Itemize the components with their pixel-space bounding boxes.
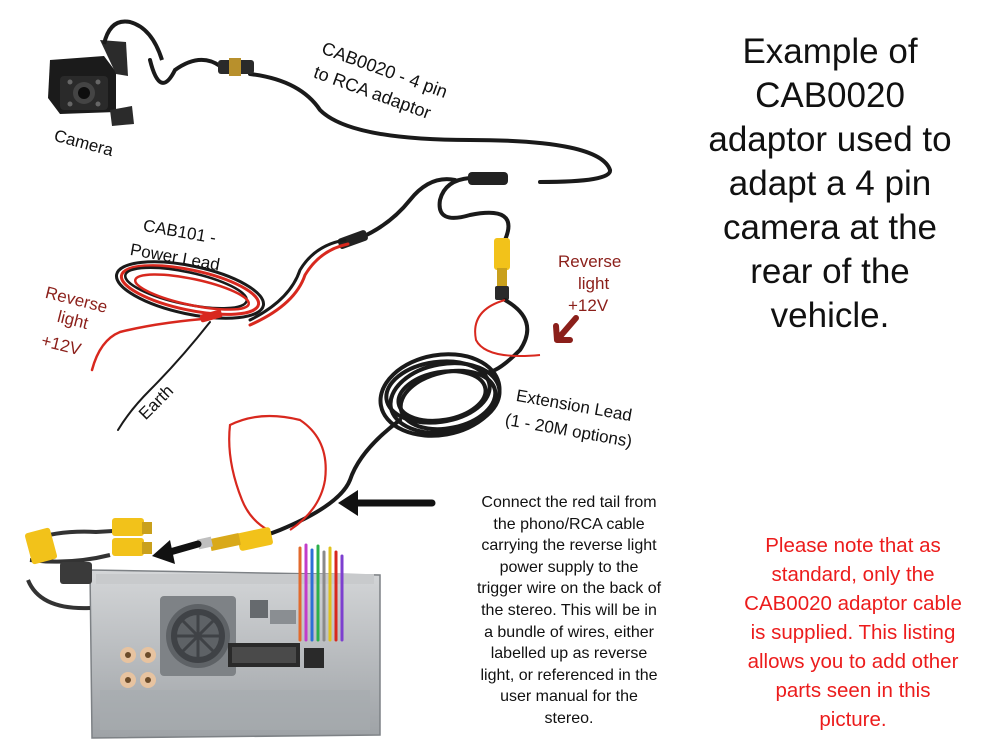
reverse-wire-right — [474, 299, 541, 357]
instruction-line: stereo. — [544, 709, 594, 727]
note-line: picture. — [819, 708, 887, 731]
instruction-line: the phono/RCA cable — [493, 515, 645, 533]
instruction-line: light, or referenced in the — [480, 666, 658, 684]
instruction-line: Connect the red tail from — [481, 494, 657, 511]
cab0020-cable — [148, 58, 612, 242]
arrow-to-red-tail — [338, 490, 436, 516]
instruction-line: power supply to the — [499, 558, 639, 576]
arrow-reverse-right — [553, 315, 579, 343]
title-line: adapt a 4 pin — [728, 164, 932, 203]
arrow-to-stereo-rca — [152, 540, 202, 564]
reverse-light-right-line1: Reverse — [558, 252, 622, 271]
red-tail-wire — [228, 414, 327, 531]
page-title: Example of CAB0020 adaptor used to adapt… — [690, 30, 970, 338]
rca-connector-yellow-top — [494, 238, 510, 300]
title-line: Example of — [742, 32, 918, 71]
note-line: allows you to add other — [747, 650, 959, 673]
note-line: parts seen in this — [775, 679, 931, 702]
title-line: adaptor used to — [708, 120, 952, 159]
stereo-rca-cluster — [24, 518, 152, 611]
reverse-light-right-line3: +12V — [568, 296, 609, 315]
note-line: is supplied. This listing — [750, 621, 956, 644]
title-line: rear of the — [750, 252, 910, 291]
extension-lead-coil — [238, 298, 530, 542]
instruction-line: user manual for the — [500, 688, 638, 706]
rca-connector-yellow-bottom — [197, 527, 273, 551]
title-line: CAB0020 — [755, 76, 905, 115]
note-line: Please note that as — [765, 534, 941, 557]
instruction-line: carrying the reverse light — [481, 537, 657, 555]
cab101-power-lead — [90, 238, 350, 431]
supply-note: Please note that as standard, only the C… — [712, 531, 994, 734]
instruction-line: a bundle of wires, either — [484, 623, 654, 641]
instruction-line: labelled up as reverse — [490, 645, 648, 663]
title-line: vehicle. — [770, 296, 890, 335]
camera-icon — [48, 19, 164, 126]
instruction-line: the stereo. This will be in — [481, 601, 657, 619]
wiring-instructions: Connect the red tail from the phono/RCA … — [434, 492, 704, 730]
note-line: CAB0020 adaptor cable — [744, 592, 962, 615]
stereo-wire-bundle — [298, 543, 344, 642]
note-line: standard, only the — [771, 563, 935, 586]
reverse-light-right-line2: light — [578, 274, 610, 293]
connector-4pin — [218, 58, 254, 76]
instruction-line: trigger wire on the back of — [476, 580, 662, 598]
connector-inline — [337, 172, 508, 249]
title-line: camera at the — [723, 208, 937, 247]
